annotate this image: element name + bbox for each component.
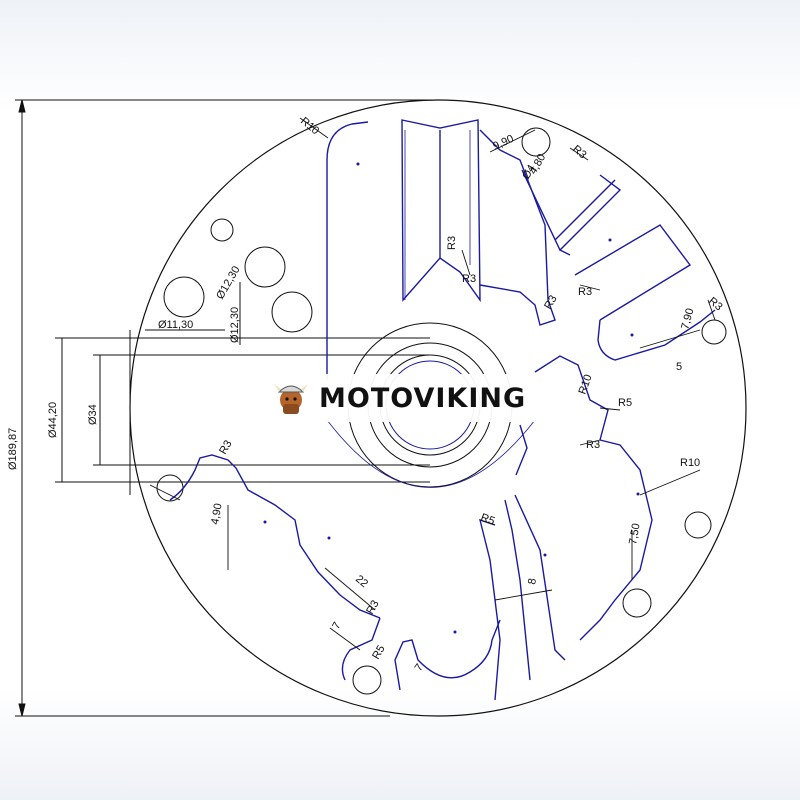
label-22: 22 [353, 573, 370, 590]
overall-diameter-label: Ø189,87 [7, 428, 19, 470]
label-7-90: 7,90 [679, 307, 696, 331]
construction-lines [326, 130, 536, 488]
label-r10-lower-right: R10 [680, 457, 700, 469]
center-marks [263, 162, 640, 634]
brand-banner: MOTOVIKING [265, 374, 535, 422]
label-r3-upper: R3 [446, 236, 458, 250]
bore-dimensions [55, 330, 430, 495]
label-r10-top: R10 [298, 115, 321, 137]
overall-diameter-dimension [15, 99, 445, 717]
label-5: 5 [676, 361, 682, 373]
label-r3-lower-right: R3 [586, 439, 600, 451]
hole-spacing-label: Ø11,30 [158, 319, 193, 331]
label-7-right: 7 [413, 662, 426, 674]
label-8: 8 [526, 577, 539, 585]
label-7-50: 7,50 [627, 522, 643, 545]
inner-diameter-label: Ø34 [87, 404, 99, 425]
label-r3-lower: R3 [364, 598, 381, 616]
label-7-left: 7 [330, 620, 343, 631]
label-r5-bottom: R5 [479, 512, 496, 528]
label-r5-lower: R5 [370, 643, 387, 661]
sketch-profile-upper [326, 119, 716, 641]
hole-diameter-a-label: Ø12,30 [214, 264, 242, 301]
label-9-90: 9,90 [491, 133, 515, 153]
label-r10-right: R10 [577, 373, 595, 396]
upper-left-holes [145, 218, 313, 345]
label-r3-far-right: R3 [706, 295, 724, 313]
brand-name: MOTOVIKING [319, 382, 527, 414]
sketch-profile-lower [169, 454, 566, 701]
label-r5-right: R5 [618, 397, 632, 409]
hole-diameter-b-label: Ø12,30 [229, 307, 241, 343]
label-r3-mid: R3 [462, 273, 476, 285]
viking-mascot-icon [274, 384, 308, 414]
bore-diameter-label: Ø44,20 [47, 402, 59, 438]
label-4-90: 4,90 [209, 502, 225, 525]
label-r3-right-a: R3 [542, 293, 559, 311]
leader-lines [149, 117, 716, 651]
label-r3-right-b: R3 [578, 286, 592, 298]
label-r3-lower-left: R3 [217, 438, 234, 456]
